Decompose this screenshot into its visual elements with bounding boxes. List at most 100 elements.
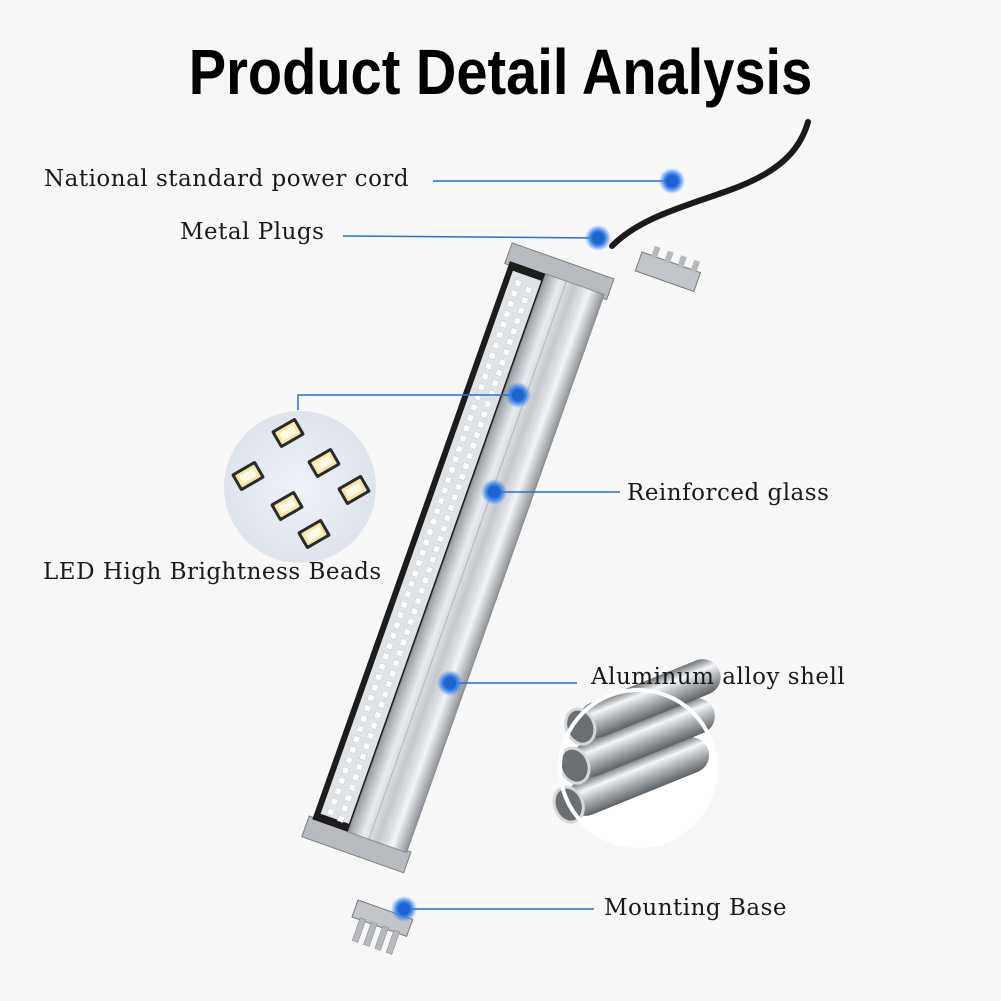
led-bead xyxy=(428,555,438,564)
led-bead xyxy=(477,382,486,391)
led-bead xyxy=(399,638,408,647)
led-bead xyxy=(400,600,409,609)
led-bead xyxy=(433,507,442,516)
led-bead xyxy=(462,424,471,433)
led-bead xyxy=(516,306,526,315)
led-bead xyxy=(373,710,382,720)
led-bead xyxy=(418,548,427,557)
led-bead xyxy=(494,368,504,378)
led-bead xyxy=(461,462,471,471)
led-bead xyxy=(450,493,460,502)
led-bead xyxy=(444,476,453,485)
led-bead xyxy=(505,337,515,346)
callout-metal-plugs xyxy=(342,235,599,239)
led-bead xyxy=(411,569,420,578)
led-bead xyxy=(432,545,441,554)
led-bead xyxy=(406,617,415,626)
led-bead xyxy=(384,679,393,689)
led-bead xyxy=(455,444,464,454)
led-bead xyxy=(392,621,402,630)
led-bead xyxy=(488,351,497,360)
led-bead xyxy=(436,534,445,543)
label-aluminum-shell: Aluminum alloy shell xyxy=(591,664,846,690)
led-bead xyxy=(410,607,419,616)
led-bead xyxy=(374,673,383,682)
led-bead xyxy=(414,558,424,568)
led-bead xyxy=(378,662,387,671)
led-bead xyxy=(458,472,467,481)
led-bead xyxy=(495,330,504,340)
aluminum-tubes-inset xyxy=(552,659,721,848)
callout-aluminum-shell-dot-core xyxy=(444,677,456,689)
callout-reinforced-glass-dot-core xyxy=(488,486,500,498)
led-bead xyxy=(447,503,456,512)
callout-metal-plugs-dot-core xyxy=(592,232,604,244)
led-bead xyxy=(524,285,533,295)
led-chip xyxy=(271,418,305,448)
led-bead xyxy=(414,596,423,606)
led-bead xyxy=(341,766,350,775)
led-bead xyxy=(352,735,361,744)
bottom-mounting-base xyxy=(351,899,414,955)
callout-led-beads-dot-core xyxy=(512,389,524,401)
callout-led-beads xyxy=(297,394,518,410)
led-bead xyxy=(344,793,353,803)
led-bead xyxy=(392,659,401,668)
led-bead xyxy=(358,752,368,761)
led-bead-row xyxy=(326,279,533,823)
callout-lines xyxy=(297,168,685,922)
aluminum-shell xyxy=(347,273,605,854)
led-bead xyxy=(502,310,512,319)
label-led-beads: LED High Brightness Beads xyxy=(43,559,382,585)
led-bead xyxy=(425,565,434,575)
led-bead xyxy=(366,731,375,741)
led-bead xyxy=(510,289,519,298)
led-bead xyxy=(407,579,416,589)
led-bead xyxy=(436,496,446,506)
led-bead xyxy=(337,776,346,786)
led-bead xyxy=(326,807,335,817)
led-bead xyxy=(498,358,507,367)
led-bead xyxy=(499,320,508,329)
led-bead xyxy=(469,441,478,450)
led-bead xyxy=(458,434,468,443)
led-bead xyxy=(472,431,482,440)
led-bead xyxy=(355,762,364,772)
led-bead xyxy=(381,652,390,661)
led-bead xyxy=(333,787,343,796)
led-bead xyxy=(480,410,489,419)
label-metal-plugs: Metal Plugs xyxy=(180,219,325,245)
callout-power-cord-dot-core xyxy=(666,175,678,187)
led-bead xyxy=(429,517,438,526)
led-bead xyxy=(336,814,346,823)
label-power-cord: National standard power cord xyxy=(44,166,410,192)
led-bead xyxy=(347,783,357,792)
led-bead xyxy=(395,648,404,658)
top-mounting-bracket xyxy=(634,245,702,293)
led-bead xyxy=(340,804,349,813)
led-bead xyxy=(454,482,463,492)
led-bead xyxy=(370,683,379,692)
led-bead xyxy=(388,669,397,678)
led-bead xyxy=(447,465,457,474)
led-bead xyxy=(451,455,460,464)
light-bar xyxy=(301,242,615,874)
callout-mounting-base-dot-core xyxy=(398,903,410,915)
led-bead xyxy=(476,420,485,429)
led-bead xyxy=(389,631,398,640)
led-bead xyxy=(417,586,427,595)
led-bead xyxy=(422,538,431,547)
led-chip xyxy=(307,448,341,478)
led-bead xyxy=(403,628,412,637)
led-bead xyxy=(466,413,475,423)
led-bead xyxy=(513,279,523,288)
led-bead xyxy=(483,399,493,409)
led-chip xyxy=(337,475,371,505)
led-bead xyxy=(484,361,493,371)
led-bead xyxy=(439,524,449,533)
led-bead xyxy=(385,641,394,651)
led-bead xyxy=(362,742,371,751)
led-bead xyxy=(369,721,379,730)
led-bead xyxy=(491,341,501,350)
